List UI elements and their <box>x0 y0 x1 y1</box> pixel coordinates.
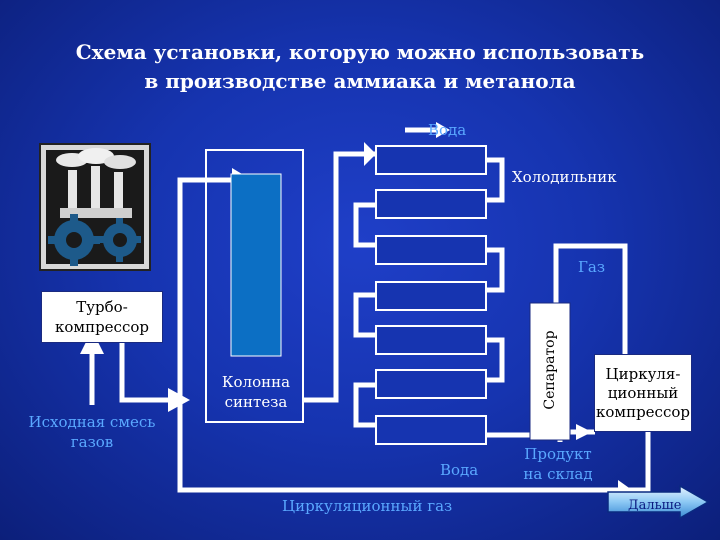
feed-gas-line-2: газов <box>70 433 114 451</box>
turbo-compressor-line-2: компрессор <box>55 318 149 336</box>
arrow-right-icon <box>607 484 710 520</box>
water-outlet-label: Вода <box>440 461 479 479</box>
arrow-water-in <box>436 122 450 138</box>
product-label: Продукт на склад <box>516 444 600 484</box>
title-line-2: в производстве аммиака и метанола <box>144 69 576 93</box>
water-inlet-label: Вода <box>428 121 467 139</box>
next-button-label: Дальше <box>628 498 682 513</box>
circulation-compressor-line-3: компрессор <box>596 402 690 421</box>
turbo-compressor-line-1: Турбо- <box>76 298 128 316</box>
gas-label: Газ <box>578 258 606 276</box>
pipes <box>89 127 651 493</box>
title-line-1: Схема установки, которую можно использов… <box>75 40 645 64</box>
synthesis-column-label: Колонна синтеза <box>219 372 293 412</box>
next-button[interactable]: Дальше <box>606 484 710 520</box>
feed-gas-label: Исходная смесь газов <box>22 412 162 452</box>
turbo-compressor: Турбо- компрессор <box>41 291 163 343</box>
circulation-compressor-line-1: Циркуля- <box>605 364 681 383</box>
cooler-label: Холодильник <box>512 168 617 186</box>
factory-gears-icon <box>39 143 151 271</box>
synthesis-column-line-2: синтеза <box>224 393 288 411</box>
synthesis-column-shell <box>205 149 304 423</box>
cooler-stack <box>375 145 487 445</box>
circulation-gas-label: Циркуляционный газ <box>282 497 453 515</box>
arrow-to-column <box>168 388 190 412</box>
synthesis-column-core <box>230 173 282 357</box>
product-line-1: Продукт <box>524 445 592 463</box>
separator-vessel <box>529 302 571 441</box>
synthesis-column-line-1: Колонна <box>221 373 291 391</box>
arrow-to-circ-compressor <box>576 424 592 440</box>
separator-label: Сепаратор <box>542 330 558 410</box>
circulation-compressor-line-2: ционный <box>607 383 679 402</box>
feed-gas-line-1: Исходная смесь <box>28 413 156 431</box>
page-title: Схема установки, которую можно использов… <box>0 38 720 96</box>
circulation-compressor: Циркуля- ционный компрессор <box>594 354 692 432</box>
arrow-to-cooler <box>364 142 376 166</box>
product-line-2: на склад <box>523 465 593 483</box>
